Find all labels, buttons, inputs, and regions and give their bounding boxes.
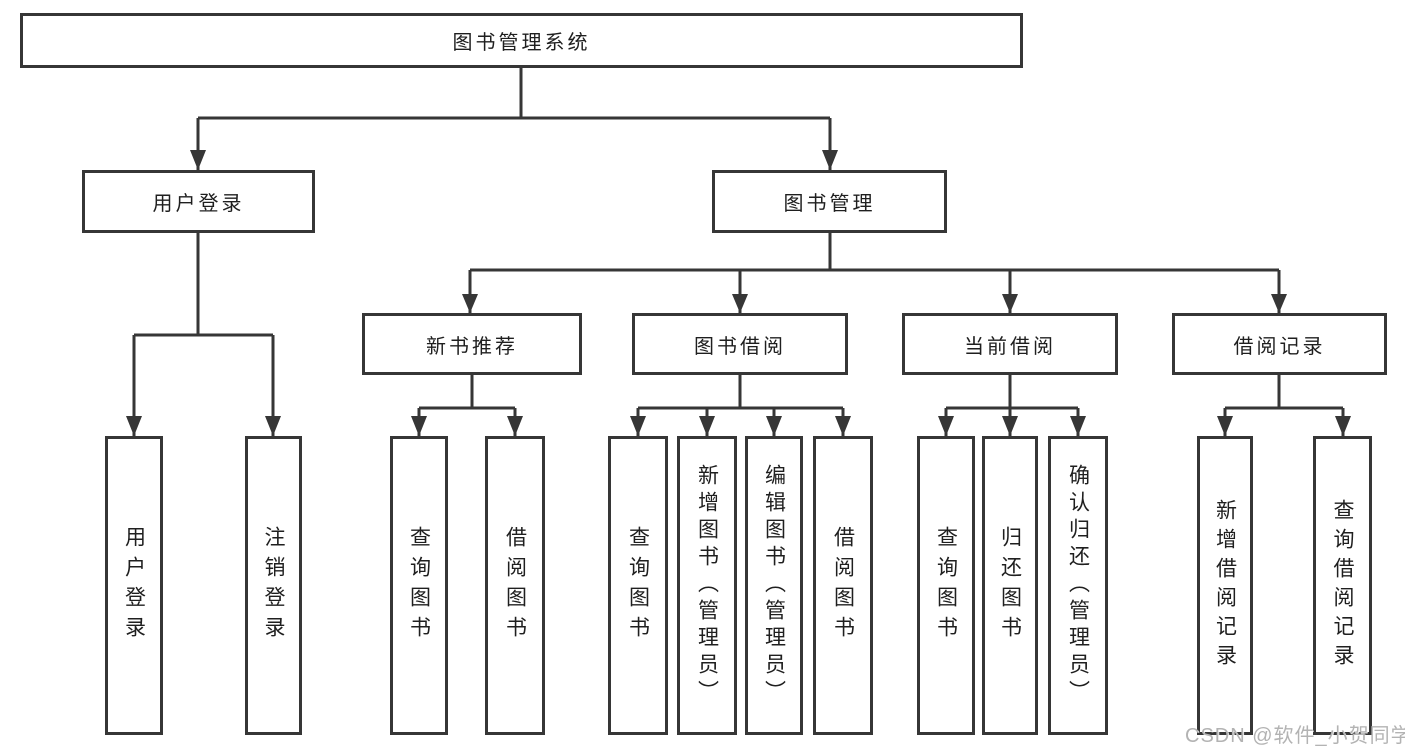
connector-book-borrow-to-leaves	[636, 375, 845, 436]
leaf-return-books: 归还图书	[982, 436, 1038, 735]
leaf-label: 新增图书（管理员）	[695, 464, 719, 707]
arrowhead	[938, 416, 954, 436]
leaf-label: 编辑图书（管理员）	[762, 464, 786, 707]
leaf-label: 确认归还（管理员）	[1066, 464, 1090, 707]
node-user-login: 用户登录	[82, 170, 315, 233]
leaf-logout: 注销登录	[245, 436, 302, 735]
arrowhead	[766, 416, 782, 436]
arrowhead	[1002, 416, 1018, 436]
connector-root-to-level2	[196, 66, 832, 170]
leaf-label: 查询图书	[934, 525, 958, 646]
leaf-confirm-return-admin: 确认归还（管理员）	[1048, 436, 1108, 735]
leaf-query-borrow-record: 查询借阅记录	[1313, 436, 1372, 735]
arrowhead	[126, 416, 142, 436]
node-current-borrow: 当前借阅	[902, 313, 1118, 375]
connector-user-login-to-leaves	[132, 233, 275, 436]
node-book-borrow: 图书借阅	[632, 313, 848, 375]
leaf-borrow-books-recommend: 借阅图书	[485, 436, 545, 735]
node-library-management-system: 图书管理系统	[20, 13, 1023, 68]
leaf-label: 查询借阅记录	[1331, 498, 1354, 673]
leaf-label: 注销登录	[262, 525, 285, 646]
arrowhead	[1335, 416, 1351, 436]
arrowhead	[1217, 416, 1233, 436]
arrowhead	[822, 150, 838, 170]
leaf-label: 借阅图书	[831, 525, 855, 646]
arrowhead	[507, 416, 523, 436]
leaf-label: 借阅图书	[503, 525, 527, 646]
leaf-query-books-recommend: 查询图书	[390, 436, 448, 735]
arrowhead	[835, 416, 851, 436]
arrowhead	[411, 416, 427, 436]
leaf-edit-books-admin: 编辑图书（管理员）	[745, 436, 803, 735]
arrowhead	[1271, 294, 1287, 313]
node-new-book-recommend: 新书推荐	[362, 313, 582, 375]
arrowhead	[462, 294, 478, 313]
leaf-label: 新增借阅记录	[1213, 498, 1237, 673]
leaf-label: 查询图书	[626, 525, 650, 646]
leaf-add-borrow-record: 新增借阅记录	[1197, 436, 1253, 735]
node-book-management: 图书管理	[712, 170, 947, 233]
arrowhead	[190, 150, 206, 170]
leaf-label: 用户登录	[122, 525, 146, 646]
node-borrow-records: 借阅记录	[1172, 313, 1387, 375]
arrowhead	[1002, 294, 1018, 313]
leaf-query-books-current: 查询图书	[917, 436, 975, 735]
connector-borrow-records-to-leaves	[1223, 375, 1345, 436]
leaf-label: 归还图书	[998, 525, 1022, 646]
connector-book-management-to-level3	[468, 233, 1281, 313]
arrowhead	[699, 416, 715, 436]
leaf-query-books-borrow: 查询图书	[608, 436, 668, 735]
leaf-label: 查询图书	[407, 525, 431, 646]
arrowhead	[265, 416, 281, 436]
arrowhead	[732, 294, 748, 313]
leaf-add-books-admin: 新增图书（管理员）	[677, 436, 737, 735]
leaf-user-login: 用户登录	[105, 436, 163, 735]
arrowhead	[1070, 416, 1086, 436]
connector-current-borrow-to-leaves	[944, 375, 1080, 436]
arrowhead	[630, 416, 646, 436]
csdn-watermark: CSDN @软件_小贺同学	[1185, 725, 1405, 747]
leaf-borrow-books: 借阅图书	[813, 436, 873, 735]
connector-new-book-to-leaves	[417, 375, 517, 436]
